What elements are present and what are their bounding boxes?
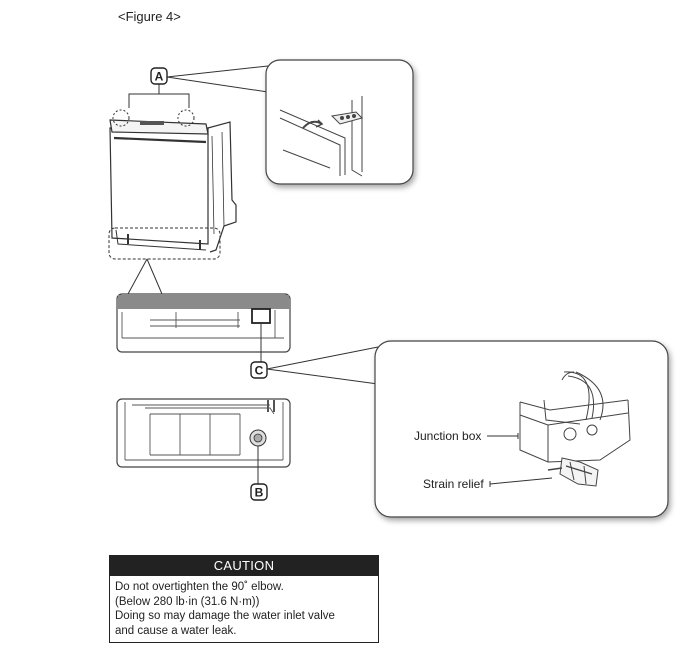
base-detail-panel [116,293,291,362]
dishwasher-illustration [109,119,237,253]
figure-title: <Figure 4> [118,9,181,24]
callout-b-badge [250,483,268,501]
valve-detail-panel [116,398,291,484]
caution-line: (Below 280 lb·in (31.6 N·m)) [115,595,260,608]
hinge-right-marker [177,109,195,127]
base-region-marker [108,227,221,260]
junction-box-label: Junction box [414,429,482,443]
caution-body: Do not overtighten the 90˚ elbow. (Below… [110,576,378,638]
caution-line: Doing so may damage the water inlet valv… [115,610,335,622]
callout-a-badge [150,67,168,85]
callout-c-badge [250,361,268,379]
hinge-detail-art [279,96,363,177]
junction-box-art [519,371,631,487]
caution-line: Do not overtighten the 90˚ elbow. [115,581,284,593]
caution-box: CAUTION Do not overtighten the 90˚ elbow… [109,555,379,643]
caution-line: and cause a water leak. [115,624,237,637]
hinge-left-marker [112,109,130,127]
callout-a-letter: A [155,70,164,84]
callout-c-letter: C [255,364,264,378]
callout-b-letter: B [255,486,264,500]
strain-relief-label: Strain relief [423,477,484,491]
caution-heading: CAUTION [110,556,378,576]
